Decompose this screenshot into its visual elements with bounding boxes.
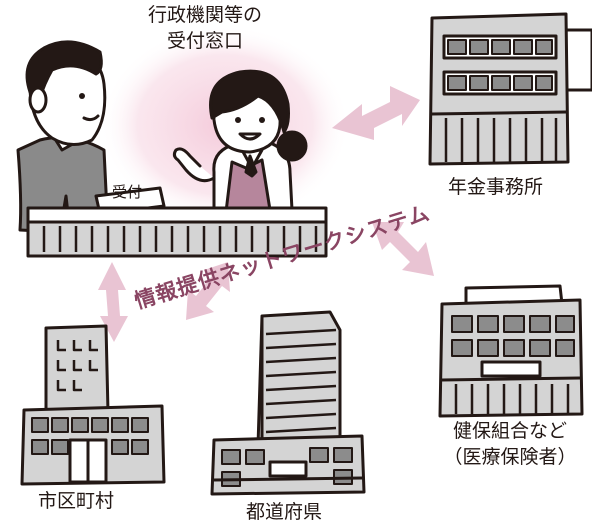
receptionist-woman-icon	[172, 69, 308, 214]
arrow-city	[98, 262, 128, 342]
pension-office-label: 年金事務所	[448, 176, 544, 198]
reception-window-label: 行政機関等の 受付窓口	[130, 2, 280, 54]
visitor-man-icon	[16, 40, 110, 234]
health-insurer-label: 健保組合など （医療保険者）	[443, 420, 577, 468]
reception-counter	[26, 186, 328, 258]
health-insurer-building-icon	[438, 284, 584, 418]
counter-sign-label: 受付	[112, 183, 143, 201]
prefecture-label: 都道府県	[246, 501, 323, 523]
prefecture-building-icon	[210, 310, 366, 496]
arrow-pref	[186, 262, 230, 320]
arrow-pension	[332, 86, 420, 140]
network-arrows	[98, 86, 434, 342]
pension-office-building-icon	[428, 12, 592, 166]
arrow-health	[372, 222, 434, 276]
city-hall-building-icon	[20, 324, 166, 486]
reception-window-label-line1: 行政機関等の 受付窓口	[147, 4, 262, 52]
municipality-label: 市区町村	[38, 490, 115, 512]
